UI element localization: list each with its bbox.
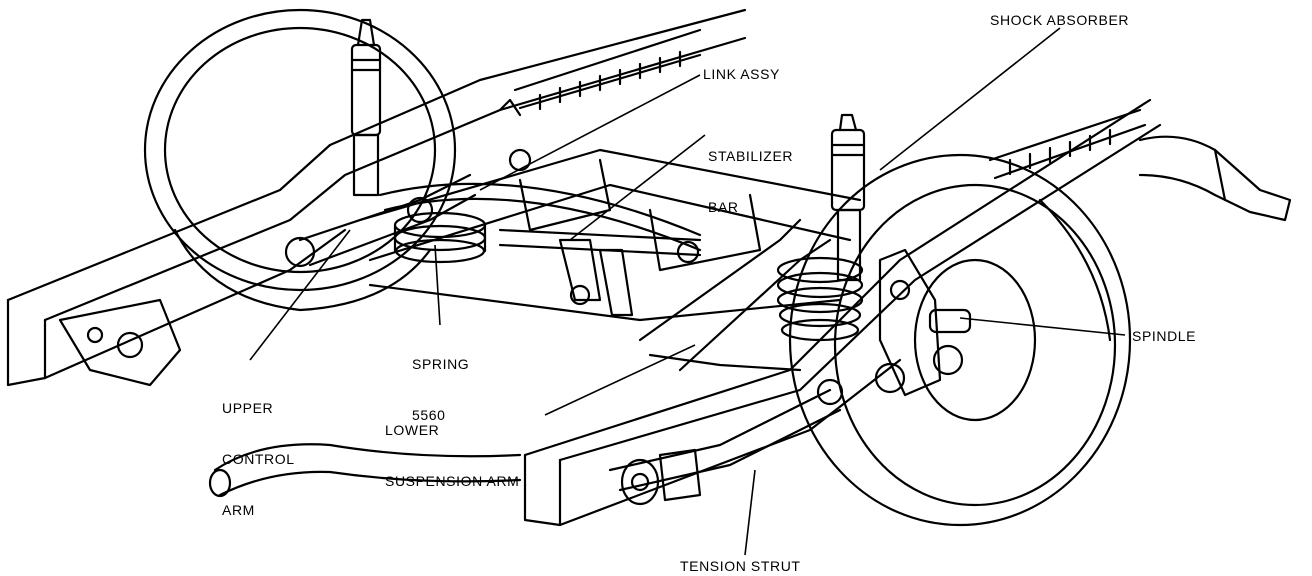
label-spring-line-1: SPRING: [412, 356, 470, 372]
leader-spring: [434, 244, 441, 326]
leader-lines: [249, 27, 1126, 556]
leader-tension-strut: [744, 469, 756, 556]
leader-lower-suspension-arm: [544, 344, 696, 416]
link-assy: [558, 238, 634, 317]
right-wheel: [788, 153, 1132, 527]
label-tension-strut: TENSION STRUT: [680, 558, 801, 574]
lower-suspension-arm: [638, 218, 832, 372]
label-upper-control-arm-line-3: ARM: [222, 502, 255, 518]
left-wheel: [143, 8, 457, 312]
label-lower-suspension-arm: LOWER SUSPENSION ARM: [385, 388, 519, 524]
crossmember: [358, 148, 862, 322]
leader-stabilizer-bar: [569, 134, 706, 241]
label-lower-suspension-arm-line-2: SUSPENSION ARM: [385, 473, 520, 489]
exhaust-muffler: [1138, 135, 1292, 222]
leader-link-assy: [479, 74, 701, 191]
label-upper-control-arm-line-2: CONTROL: [222, 451, 295, 467]
leader-upper-control-arm: [249, 229, 351, 361]
leader-shock-absorber: [879, 27, 1061, 171]
left-coil-spring: [393, 211, 487, 264]
label-spring-line-2: 5560: [412, 407, 446, 423]
right-frame-rail: [523, 98, 1162, 527]
label-stabilizer-bar: STABILIZER BAR: [708, 114, 793, 250]
label-stabilizer-bar-line-1: STABILIZER: [708, 148, 794, 164]
label-upper-control-arm-line-1: UPPER: [222, 400, 274, 416]
tension-strut: [608, 362, 906, 506]
label-spindle: SPINDLE: [1132, 328, 1197, 344]
label-stabilizer-bar-line-2: BAR: [708, 199, 739, 215]
left-frame-rail: [6, 8, 747, 387]
label-lower-suspension-arm-line-1: LOWER: [385, 422, 440, 438]
upper-control-arm: [284, 173, 477, 268]
leader-spindle: [959, 317, 1126, 336]
right-coil-spring: [776, 256, 864, 342]
label-shock-absorber: SHOCK ABSORBER: [990, 12, 1130, 28]
label-link-assy: LINK ASSY: [703, 66, 780, 82]
exhaust-pipe: [208, 443, 522, 498]
label-upper-control-arm: UPPER CONTROL ARM: [222, 366, 295, 553]
left-lower-arm: [58, 298, 182, 387]
label-spring: SPRING 5560: [412, 322, 469, 458]
right-shock-absorber: [830, 113, 866, 282]
left-shock-absorber: [350, 18, 382, 197]
spindle-assembly: [878, 248, 972, 397]
